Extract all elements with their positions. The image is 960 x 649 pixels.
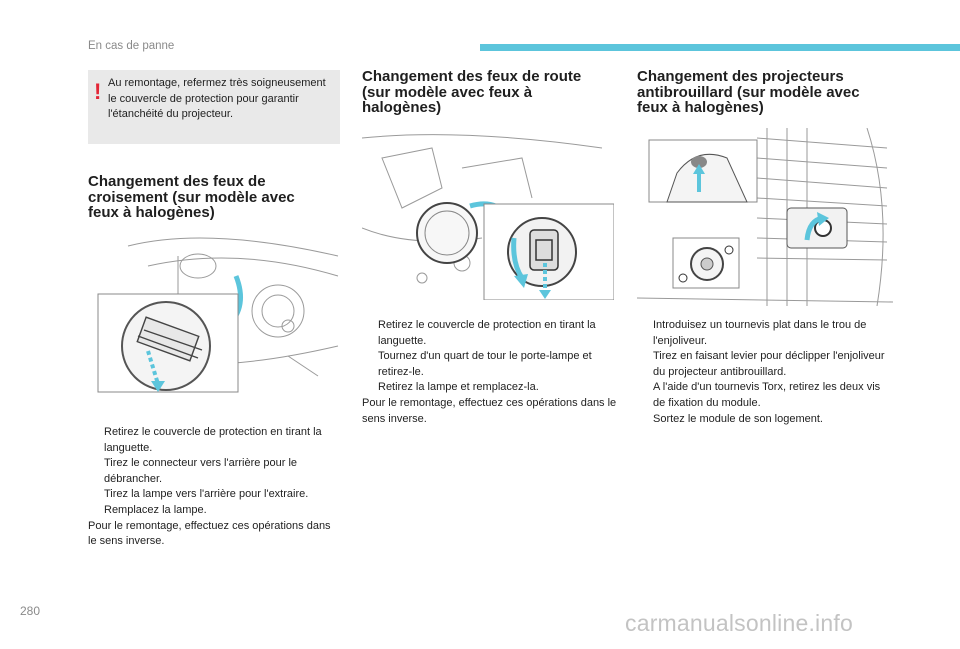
list-item: Tournez d'un quart de tour le porte-lamp… (378, 350, 592, 378)
list-item: Introduisez un tournevis plat dans le tr… (653, 319, 867, 347)
list-item: Tirez le connecteur vers l'arrière pour … (104, 457, 298, 485)
list-item: A l'aide d'un tournevis Torx, retirez le… (653, 381, 881, 409)
low-beam-illustration (88, 226, 340, 394)
page-number: 280 (20, 604, 41, 618)
warning-icon: ! (94, 79, 102, 104)
list-item: Retirez la lampe et remplacez-la. (378, 381, 539, 394)
low-beam-steps: Retirez le couvercle de protection en ti… (88, 425, 340, 550)
section-title-low-beam: Changement des feux de croisement (sur m… (88, 173, 295, 221)
fog-lamp-illustration (637, 128, 893, 306)
high-beam-illustration (362, 128, 614, 300)
list-item: Retirez le couvercle de protection en ti… (104, 426, 322, 454)
high-beam-steps: Retirez le couvercle de protection en ti… (362, 318, 618, 427)
list-item: Retirez le couvercle de protection en ti… (378, 319, 596, 347)
list-item: Tirez la lampe vers l'arrière pour l'ext… (104, 488, 309, 501)
list-item: Sortez le module de son logement. (653, 412, 823, 425)
section-title-high-beam: Changement des feux de route (sur modèle… (362, 68, 582, 116)
reassembly-note: Pour le remontage, effectuez ces opérati… (362, 396, 617, 425)
warning-text: Au remontage, refermez très soigneusemen… (108, 77, 326, 120)
reassembly-note: Pour le remontage, effectuez ces opérati… (88, 519, 331, 548)
warning-box: ! Au remontage, refermez très soigneusem… (88, 70, 340, 144)
list-item: Tirez en faisant levier pour déclipper l… (653, 350, 885, 378)
fog-lamp-steps: Introduisez un tournevis plat dans le tr… (637, 318, 893, 427)
header-accent-bar (480, 44, 960, 51)
section-header: En cas de panne (88, 40, 175, 52)
list-item: Remplacez la lampe. (104, 503, 207, 516)
watermark: carmanualsonline.info (625, 610, 853, 636)
section-title-fog-lamp: Changement des projecteurs antibrouillar… (637, 68, 860, 116)
